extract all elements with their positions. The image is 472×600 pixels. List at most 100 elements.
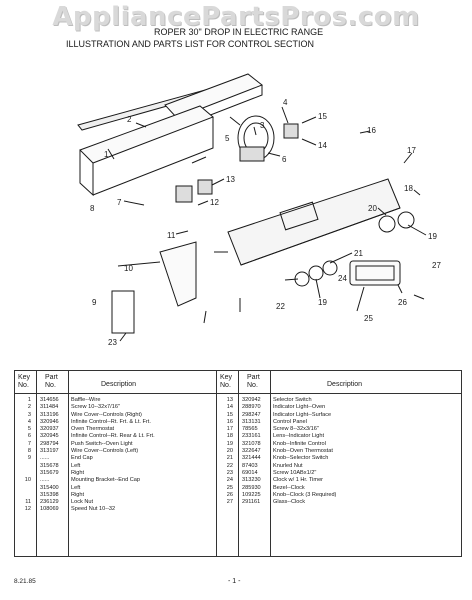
part-number: 69014 [242, 469, 258, 476]
header-key-line2: No. [220, 382, 231, 389]
header-description: Description [101, 381, 137, 388]
part-description: Infinite Control--Rt. Rear & Lt. Frt. [71, 433, 155, 440]
part-description: Screw 10ABx1/2" [273, 469, 317, 476]
part-number: 109225 [242, 491, 261, 498]
part-description: Right [71, 491, 85, 498]
part-key: 25 [226, 484, 233, 491]
exploded-diagram: 1 2 3 4 5 6 7 8 9 10 11 12 13 14 15 16 1… [0, 55, 472, 365]
part-number: 87403 [242, 462, 258, 469]
part-number: 315679 [40, 469, 59, 476]
part-description: Screw 10--32x7/16" [71, 404, 120, 411]
part-description: Screw 8--32x3/16" [273, 426, 319, 433]
part-key: 5 [27, 426, 31, 433]
callout-19b: 19 [318, 298, 327, 307]
part-number: 108069 [40, 506, 59, 513]
part-key: 4 [27, 418, 31, 425]
part-number: 322647 [242, 448, 261, 455]
document-code: 8.21.85 [14, 578, 36, 585]
part-description: Lock Nut [71, 499, 94, 506]
part-number: 291161 [242, 499, 261, 506]
part-key: 15 [226, 411, 233, 418]
table-row: 26 109225 Knob--Clock (3 Required) [217, 492, 461, 499]
callout-22: 22 [276, 302, 285, 311]
knob-21b-shape [322, 260, 338, 276]
part-number: 320945 [40, 433, 59, 440]
callout-1: 1 [104, 150, 109, 159]
callout-5: 5 [225, 134, 230, 143]
callout-4: 4 [283, 98, 288, 107]
header-part-line2: No. [45, 382, 56, 389]
part-key: 26 [226, 491, 233, 498]
callout-13: 13 [226, 175, 235, 184]
part-number: ...... [40, 477, 50, 484]
part-description: Knurled Nut [273, 462, 303, 469]
selector-switch-shape [197, 179, 213, 195]
part-description: Push Switch--Oven Light [71, 440, 133, 447]
part-description: Knob--Clock (3 Required) [273, 491, 337, 498]
part-description: Indicator Light--Oven [273, 404, 326, 411]
part-number: 313196 [40, 411, 59, 418]
part-number: 313131 [242, 418, 261, 425]
header-key-line2: No. [18, 382, 29, 389]
part-description: Indicator Light--Surface [273, 411, 332, 418]
table-row: 14 288970 Indicator Light--Oven [217, 404, 461, 411]
part-number: 315400 [40, 484, 59, 491]
part-description: End Cap [71, 455, 93, 462]
part-number: 288970 [242, 404, 261, 411]
callout-23: 23 [108, 338, 117, 347]
part-description: Knob--Oven Thermostat [273, 448, 333, 455]
part-key: 1 [27, 397, 31, 403]
part-number: 313230 [242, 477, 261, 484]
callout-17: 17 [407, 146, 416, 155]
knob-19b-shape [397, 211, 415, 229]
part-number: 314656 [40, 397, 59, 403]
callout-20: 20 [368, 204, 377, 213]
part-key: 27 [226, 499, 233, 506]
part-description: Bezel--Clock [273, 484, 305, 491]
wire-cover-left-shape [79, 105, 214, 164]
part-number: 320937 [40, 426, 59, 433]
header-key-line1: Key [18, 374, 31, 381]
callout-8: 8 [90, 204, 95, 213]
part-number: 78565 [242, 426, 258, 433]
part-description: Left [71, 484, 81, 491]
part-number: 320942 [242, 397, 261, 403]
callout-25: 25 [364, 314, 373, 323]
end-cap-bracket-shape [159, 241, 197, 307]
infinite-control-6-shape [175, 185, 193, 203]
part-number: ...... [40, 455, 50, 462]
callout-2: 2 [127, 115, 132, 124]
callout-11: 11 [167, 231, 176, 240]
part-number: 285930 [242, 484, 261, 491]
part-description: Knob--Selector Switch [273, 455, 329, 462]
part-key: 14 [226, 404, 233, 411]
part-number: 298794 [40, 440, 59, 447]
part-key: 20 [226, 448, 233, 455]
part-description: Infinite Control--Rt. Frt. & Lt. Frt. [71, 418, 151, 425]
part-number: 311484 [40, 404, 59, 411]
wire-cover-right-shape [164, 73, 263, 119]
part-description: Left [71, 462, 81, 469]
part-key: 9 [27, 455, 31, 462]
part-key: 24 [226, 477, 233, 484]
callout-21: 21 [354, 249, 363, 258]
part-description: Speed Nut 10--32 [71, 506, 116, 513]
part-description: Wire Cover--Controls (Left) [71, 448, 139, 455]
thermostat-body-shape [239, 146, 265, 162]
part-description: Wire Cover--Controls (Right) [71, 411, 142, 418]
